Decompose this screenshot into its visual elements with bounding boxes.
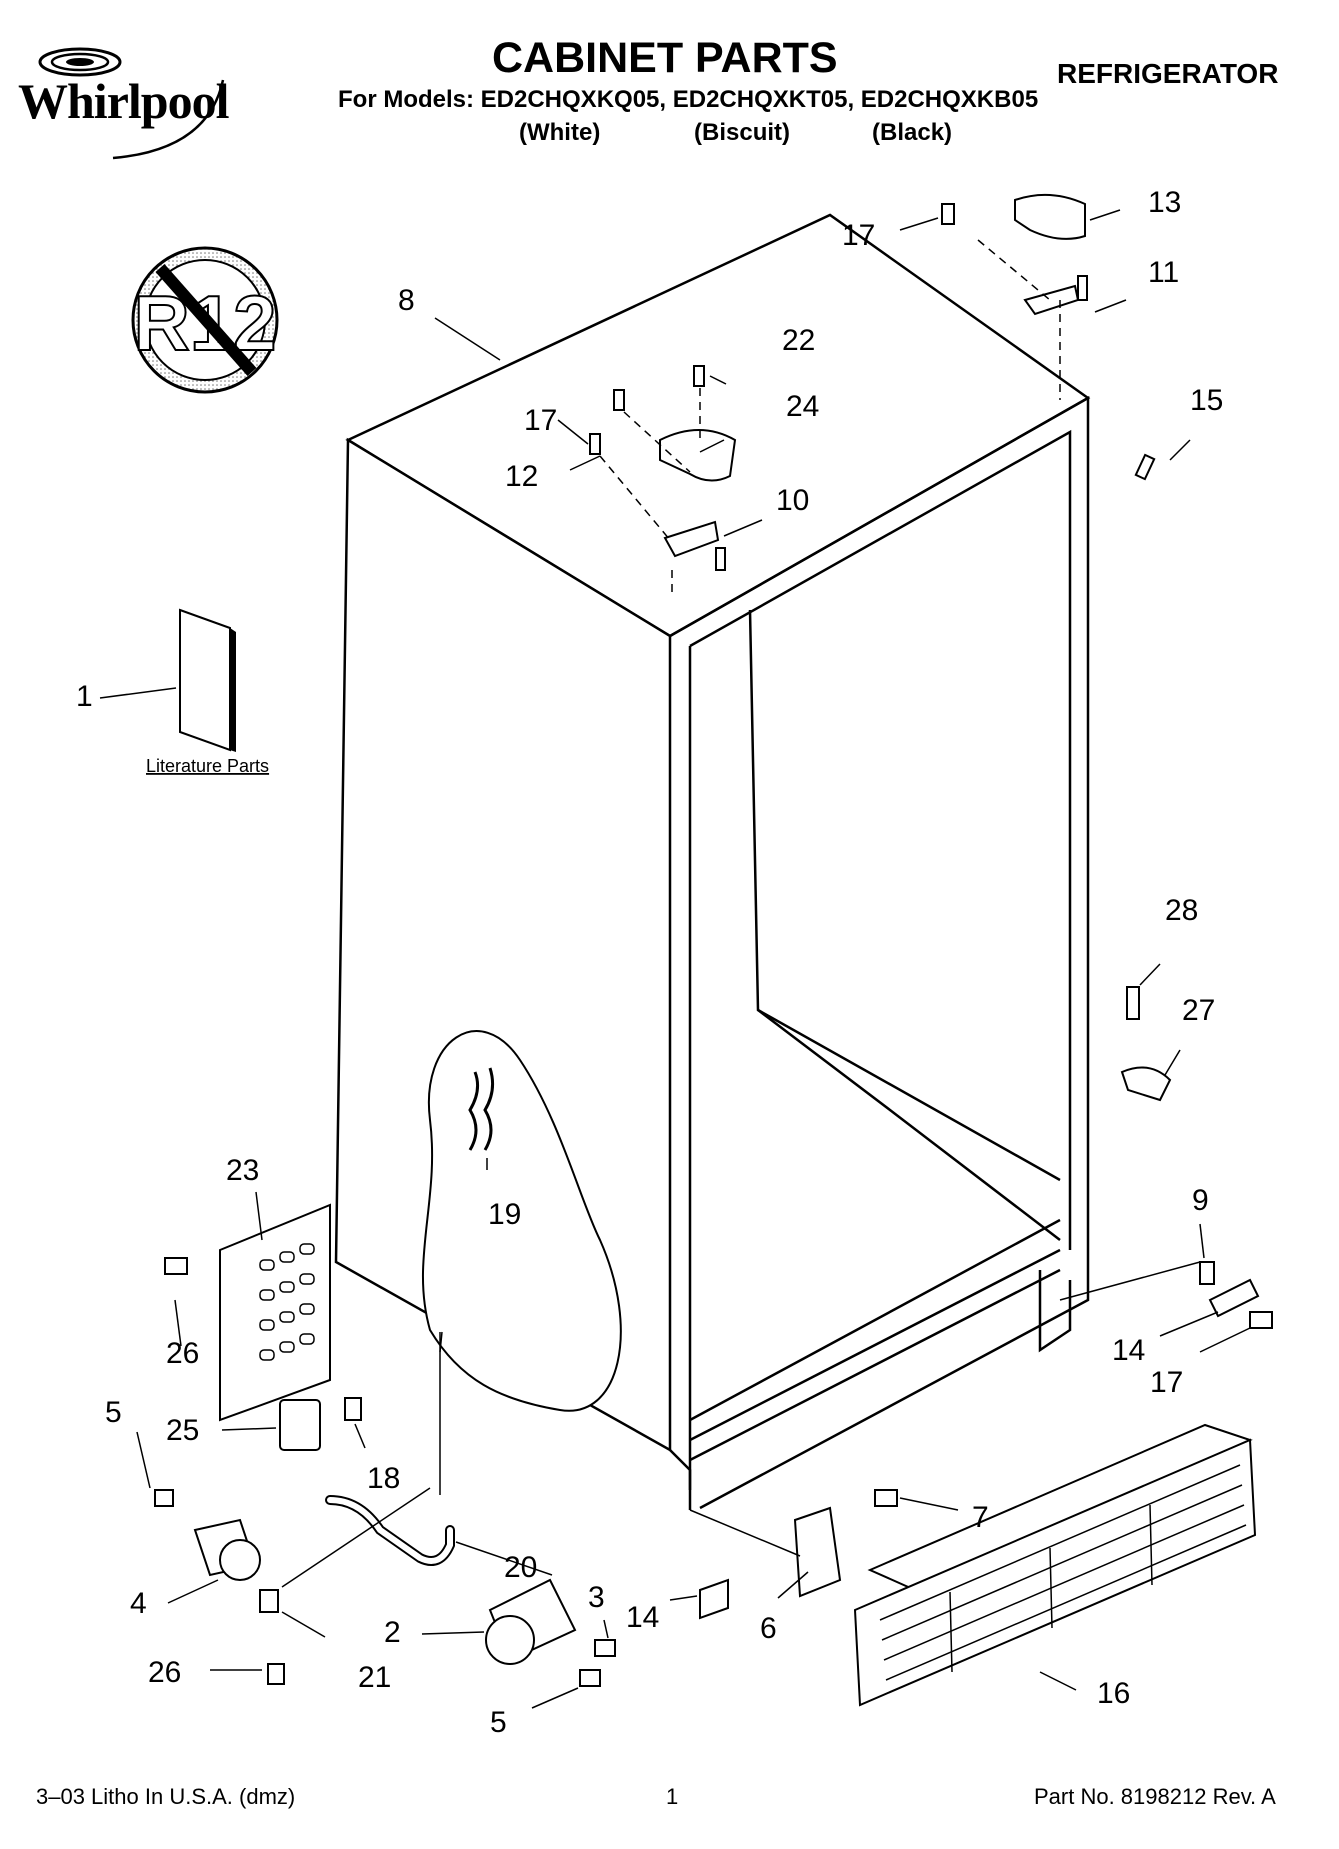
rear-grille-23	[219, 1203, 331, 1422]
callout-17b: 17	[524, 404, 557, 437]
callout-24: 24	[786, 390, 819, 423]
leader-lines	[99, 209, 1251, 1709]
callout-23: 23	[226, 1154, 259, 1187]
callout-1: 1	[76, 680, 93, 713]
callout-20: 20	[504, 1551, 537, 1584]
callout-2: 2	[384, 1616, 401, 1649]
no-r12-badge: R12	[131, 246, 279, 394]
cabinet-body	[334, 213, 1091, 1510]
bracket-parts-27-28	[1120, 986, 1172, 1102]
callout-4: 4	[130, 1587, 147, 1620]
callout-10: 10	[776, 484, 809, 517]
callout-14a: 14	[626, 1601, 659, 1634]
callout-17a: 17	[842, 219, 875, 252]
callout-5b: 5	[490, 1706, 507, 1739]
callout-9: 9	[1192, 1184, 1209, 1217]
base-grille-16	[853, 1423, 1257, 1707]
color-white: (White)	[519, 119, 601, 146]
brand-name: Whirlpool	[18, 73, 229, 129]
literature-label: Literature Parts	[146, 756, 269, 776]
footer-page-number: 1	[666, 1784, 679, 1809]
color-biscuit: (Biscuit)	[694, 119, 790, 146]
callout-21: 21	[358, 1661, 391, 1694]
callout-28: 28	[1165, 894, 1198, 927]
literature-booklet	[179, 608, 236, 752]
callout-18: 18	[367, 1462, 400, 1495]
callout-25: 25	[166, 1414, 199, 1447]
callout-26b: 26	[148, 1656, 181, 1689]
callout-6: 6	[760, 1612, 777, 1645]
lower-parts	[154, 1257, 1273, 1687]
callout-numbers: 1 2 3 4 5 5 6 7 8 9 10 11 12 13 14 14 15…	[76, 186, 1223, 1739]
footer-print-info: 3–03 Litho In U.S.A. (dmz)	[36, 1784, 296, 1809]
cabinet-cutaway	[421, 1030, 622, 1412]
whirlpool-swirl-icon	[38, 47, 225, 160]
appliance-type: REFRIGERATOR	[1057, 58, 1279, 89]
callout-22: 22	[782, 324, 815, 357]
upper-hinge-parts	[589, 193, 1156, 571]
callout-17c: 17	[1150, 1366, 1183, 1399]
drain-hose-19	[468, 1067, 495, 1151]
page-title: CABINET PARTS	[492, 34, 838, 82]
callout-16: 16	[1097, 1677, 1130, 1710]
callout-5a: 5	[105, 1396, 122, 1429]
callout-26a: 26	[166, 1337, 199, 1370]
callout-11: 11	[1148, 256, 1179, 289]
callout-3: 3	[588, 1581, 605, 1614]
leader-dashed	[599, 239, 1061, 598]
callout-12: 12	[505, 460, 538, 493]
callout-19: 19	[488, 1198, 521, 1231]
brand-logo: Whirlpool	[18, 40, 268, 160]
callout-15: 15	[1190, 384, 1223, 417]
models-line: For Models: ED2CHQXKQ05, ED2CHQXKT05, ED…	[338, 86, 1039, 113]
footer-part-number: Part No. 8198212 Rev. A	[1034, 1784, 1276, 1809]
callout-8: 8	[398, 284, 415, 317]
color-black: (Black)	[872, 119, 953, 146]
callout-7: 7	[972, 1501, 989, 1534]
callout-13: 13	[1148, 186, 1181, 219]
callout-27: 27	[1182, 994, 1215, 1027]
callout-14b: 14	[1112, 1334, 1145, 1367]
